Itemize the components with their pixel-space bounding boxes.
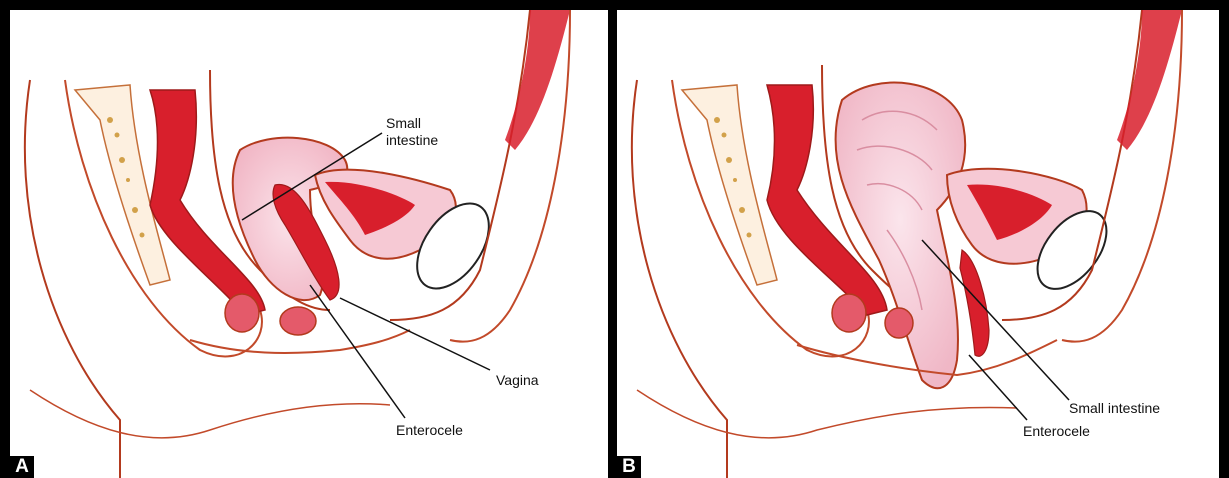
thigh-contour xyxy=(30,390,390,438)
vaginal-opening xyxy=(280,307,316,335)
panel-a: Small intestine Vagina Enterocele A xyxy=(10,10,608,478)
label-enterocele: Enterocele xyxy=(396,422,463,439)
label-small-intestine: Small intestine xyxy=(386,115,438,149)
panel-letter-a: A xyxy=(10,456,34,478)
rectus-muscle xyxy=(1117,10,1182,150)
panel-letter-b: B xyxy=(617,456,641,478)
thigh-contour xyxy=(637,390,1017,438)
rectus-muscle xyxy=(505,10,570,150)
anal-opening xyxy=(225,294,259,332)
vagina xyxy=(960,250,989,356)
anal-opening xyxy=(832,294,866,332)
panel-b: Small intestine Enterocele B xyxy=(617,10,1219,478)
label-vagina: Vagina xyxy=(496,372,539,389)
label-small-intestine: Small intestine xyxy=(1069,400,1160,417)
label-enterocele: Enterocele xyxy=(1023,423,1090,440)
vaginal-opening xyxy=(885,308,913,338)
small-intestine xyxy=(835,83,965,389)
panel-a-illustration xyxy=(10,10,608,478)
